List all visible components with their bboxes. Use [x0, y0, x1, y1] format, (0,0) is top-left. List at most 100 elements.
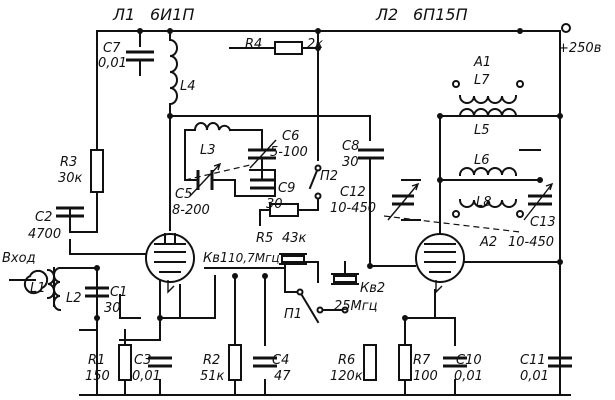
inductor-l1 — [46, 268, 55, 300]
kv2-ref: Кв2 — [360, 281, 385, 296]
inductors — [23, 38, 524, 312]
switch-p1 — [298, 290, 320, 324]
r1-value: 150 — [85, 369, 110, 384]
c13-ref: C13 — [530, 215, 556, 230]
capacitor-c8 — [358, 148, 384, 160]
c6-value: 5-100 — [270, 145, 308, 160]
c10-value: 0,01 — [454, 369, 483, 384]
l3-ref: L3 — [200, 143, 216, 158]
c10-ref: C10 — [456, 353, 482, 368]
capacitor-c1 — [85, 286, 109, 298]
crystal-kv2 — [331, 273, 359, 285]
tube-l2 — [415, 225, 465, 294]
capacitor-c2 — [56, 206, 84, 218]
c2-ref: C2 — [35, 210, 52, 225]
kv1-ref: Кв1 — [203, 251, 228, 266]
p2-ref: П2 — [320, 169, 338, 184]
l7-ref: L7 — [474, 73, 490, 88]
r2-value: 51к — [200, 369, 225, 384]
tube-l2-type: 6П15П — [413, 5, 468, 24]
crystal-kv1 — [279, 253, 307, 265]
l6-ref: L6 — [474, 153, 490, 168]
tube-l1-type: 6И1П — [150, 5, 194, 24]
inductor-l7 — [458, 94, 518, 104]
r6-ref: R6 — [338, 353, 355, 368]
c13-value: 10-450 — [508, 235, 554, 250]
capacitor-c12 — [387, 182, 420, 221]
c7-value: 0,01 — [98, 56, 127, 71]
capacitor-c9 — [250, 178, 276, 190]
l1-ref: L1 — [30, 281, 46, 296]
r4-value: 2к — [307, 37, 323, 52]
c7-ref: C7 — [103, 41, 121, 56]
c9-value: 30 — [266, 197, 283, 212]
supply-terminal — [561, 23, 571, 33]
resistor-r6 — [363, 344, 377, 381]
c8-value: 30 — [342, 155, 359, 170]
r6-value: 120к — [330, 369, 363, 384]
c4-ref: C4 — [272, 353, 289, 368]
c9-ref: C9 — [278, 181, 295, 196]
l2-ref: L2 — [66, 291, 82, 306]
c2-value: 4700 — [28, 227, 61, 242]
c3-ref: C3 — [134, 353, 151, 368]
resistor-r2 — [228, 344, 242, 381]
inductor-l3 — [193, 122, 232, 132]
input-label: Вход — [2, 251, 36, 266]
capacitor-c10 — [443, 356, 467, 368]
kv2-value: 25Мгц — [334, 299, 378, 314]
capacitor-c7 — [126, 50, 154, 76]
inductor-l6 — [458, 167, 518, 177]
capacitor-c6 — [248, 139, 277, 169]
r7-value: 100 — [413, 369, 438, 384]
r4-ref: R4 — [245, 37, 262, 52]
resistors — [90, 41, 412, 381]
switches-and-crystals — [279, 164, 359, 324]
c6-ref: C6 — [282, 129, 299, 144]
c1-ref: C1 — [110, 285, 127, 300]
c5-ref: C5 — [175, 187, 192, 202]
r3-value: 30к — [58, 171, 83, 186]
l4-ref: L4 — [180, 79, 196, 94]
kv1-value: 10,7Мгц — [228, 251, 280, 265]
c11-value: 0,01 — [520, 369, 549, 384]
wiring — [9, 30, 571, 396]
input-loop — [23, 269, 49, 295]
mechanical-couplings — [184, 164, 521, 233]
switch-p2 — [308, 166, 320, 190]
tube-l1-ref: Л1 — [112, 5, 135, 24]
inductor-l8 — [458, 198, 518, 208]
capacitor-c13 — [523, 182, 554, 221]
capacitors — [56, 50, 572, 368]
r7-ref: R7 — [413, 353, 431, 368]
resistor-r1 — [118, 344, 132, 381]
capacitor-c3 — [148, 356, 172, 368]
capacitor-c11 — [548, 356, 572, 368]
tube-l1 — [145, 233, 195, 294]
r5-value: 43к — [282, 231, 307, 246]
c12-ref: C12 — [340, 185, 366, 200]
c8-ref: C8 — [342, 139, 359, 154]
c1-value: 30 — [104, 301, 121, 316]
r2-ref: R2 — [203, 353, 220, 368]
r3-ref: R3 — [60, 155, 77, 170]
a2-ref: A2 — [479, 235, 497, 250]
resistor-r7 — [398, 344, 412, 381]
inductor-l4 — [168, 38, 178, 106]
c4-value: 47 — [274, 369, 291, 384]
junctions — [94, 28, 563, 321]
c5-value: 8-200 — [172, 203, 210, 218]
c12-value: 10-450 — [330, 201, 376, 216]
capacitor-c4 — [253, 356, 277, 368]
supply-label: +250в — [558, 41, 601, 56]
r1-ref: R1 — [88, 353, 105, 368]
resistor-r4 — [274, 41, 303, 55]
labels: Л1 6И1П Л2 6П15П +250в C7 0,01 L4 R4 2к … — [2, 5, 601, 384]
resistor-r5 — [269, 203, 299, 217]
tube-l2-ref: Л2 — [375, 5, 398, 24]
inductor-l5 — [458, 108, 518, 118]
resistor-r3 — [90, 149, 104, 193]
l8-ref: L8 — [476, 195, 492, 210]
c11-ref: C11 — [520, 353, 546, 368]
